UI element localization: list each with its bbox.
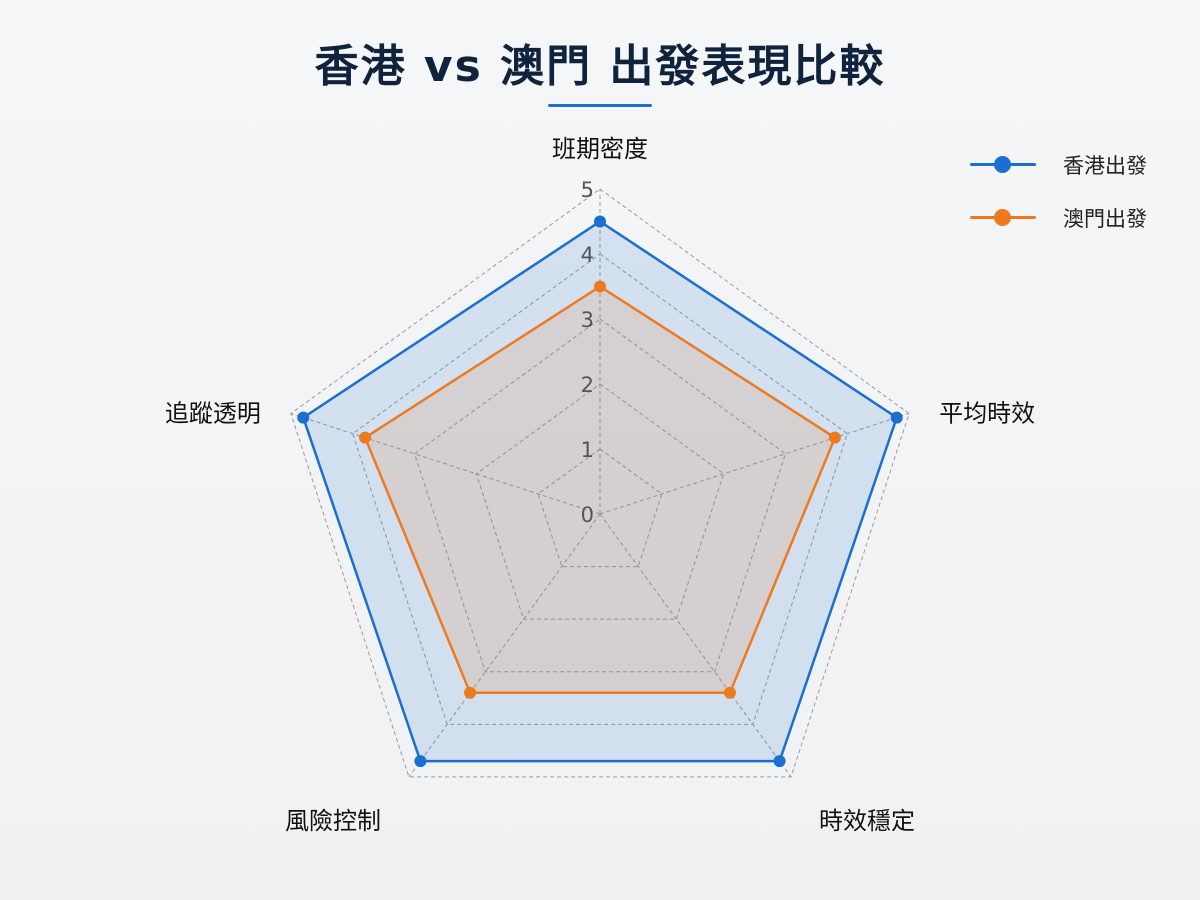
tick-label-1: 1 xyxy=(581,438,594,462)
grid-ring-3 xyxy=(413,318,787,673)
tick-label-5: 5 xyxy=(581,178,594,202)
series-area-0 xyxy=(301,220,899,763)
chart-title: 香港 vs 澳門 出發表現比較 xyxy=(314,41,886,92)
grid-spoke-2 xyxy=(599,513,792,778)
tick-layer: 0 1 2 3 4 5 xyxy=(581,178,594,527)
series-0-point-1[interactable] xyxy=(890,411,903,424)
series-1-point-3[interactable] xyxy=(464,686,477,699)
series-1-point-2[interactable] xyxy=(723,686,736,699)
legend-marker-0 xyxy=(994,156,1011,173)
tick-label-0: 0 xyxy=(581,503,594,527)
grid-spoke-4 xyxy=(290,413,601,515)
tick-label-2: 2 xyxy=(581,373,594,397)
legend-item-0[interactable]: 香港出發 xyxy=(968,146,1178,182)
series-1-point-4[interactable] xyxy=(359,431,372,444)
grid-layer xyxy=(290,188,910,778)
series-0-point-0[interactable] xyxy=(594,215,606,228)
axis-label-3: 風險控制 xyxy=(285,807,381,835)
legend-label-0: 香港出發 xyxy=(1063,154,1147,178)
series-0-point-4[interactable] xyxy=(297,411,310,424)
grid-ring-5 xyxy=(290,188,910,778)
grid-ring-2 xyxy=(475,383,725,620)
series-1-point-0[interactable] xyxy=(594,280,606,293)
grid-spoke-3 xyxy=(408,513,601,778)
tick-label-3: 3 xyxy=(581,308,594,332)
series-0-point-3[interactable] xyxy=(414,755,427,768)
title-underline xyxy=(548,104,652,107)
legend: 香港出發 澳門出發 xyxy=(968,146,1178,252)
series-0-point-2[interactable] xyxy=(773,755,786,768)
axis-label-4: 追蹤透明 xyxy=(165,400,261,428)
grid-ring-1 xyxy=(537,448,663,568)
series-layer xyxy=(297,215,903,768)
legend-label-1: 澳門出發 xyxy=(1063,207,1147,231)
series-1-point-1[interactable] xyxy=(828,431,841,444)
axis-label-1: 平均時效 xyxy=(939,400,1035,428)
grid-spoke-1 xyxy=(599,413,910,515)
legend-marker-1 xyxy=(994,209,1011,226)
axis-label-0: 班期密度 xyxy=(552,135,648,163)
grid-ring-4 xyxy=(352,253,848,725)
series-area-1 xyxy=(363,285,837,695)
axis-label-2: 時效穩定 xyxy=(819,807,915,835)
legend-item-1[interactable]: 澳門出發 xyxy=(968,199,1178,235)
tick-label-4: 4 xyxy=(581,243,594,267)
